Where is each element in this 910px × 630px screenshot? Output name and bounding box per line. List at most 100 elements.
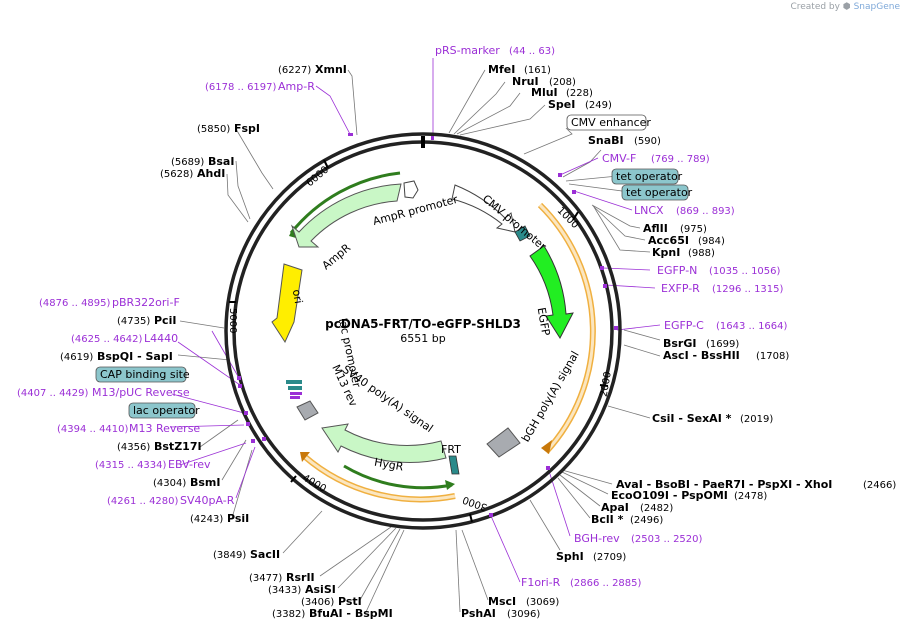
orf-arrow-hygr-green [445,480,455,490]
credit-prefix: Created by [790,2,840,12]
enzyme-bfuai-bspmi-pos: (3382) [272,609,305,620]
enzyme-psii: PsiI [227,512,249,525]
enzyme-spei-pos: (249) [585,100,612,111]
enzyme-mlui: MluI [531,86,558,99]
feature-bgh-polya-shape [486,427,521,458]
primer-marks [237,133,618,517]
feature-cmv-promoter-shape [451,184,516,233]
tick-4000: 4000 [300,473,328,495]
enzyme-bsai: BsaI [208,155,234,168]
enzyme-kpni: KpnI [652,246,680,259]
feature-label-frt: FRT [441,443,461,456]
primer-sv40pa-r-range: (4261 .. 4280) [107,496,179,507]
primer-l4440-range: (4625 .. 4642) [71,334,143,345]
enzyme-ahdi-pos: (5628) [160,169,193,180]
feature-label-bgh-polya: bGH poly(A) signal [519,349,582,444]
enzyme-pcii-pos: (4735) [117,316,150,327]
enzyme-kpni-pos: (988) [688,248,715,259]
feature-lac-operator-shape [286,380,302,384]
box-label-cmv-enhancer: CMV enhancer [571,116,651,129]
primer-m13-puc-reverse-range: (4407 .. 4429) [17,388,89,399]
snapgene-credit: Created by ⬢ SnapGene [790,2,900,12]
snapgene-logo-icon: ⬢ [842,2,851,12]
enzyme-fspi: FspI [234,122,260,135]
feature-label-ampr: AmpR [320,241,354,272]
feature-m13-rev-shape [290,392,302,395]
enzyme-mfei-pos: (161) [524,65,551,76]
feature-shapes [271,180,574,475]
feature-sv40-polya-shape [296,400,319,421]
enzyme-bcli: BclI * [591,513,624,526]
plasmid-size: 6551 bp [400,332,445,345]
enzyme-pcii: PciI [154,314,176,327]
primer-ebv-rev-range: (4315 .. 4334) [95,460,167,471]
primer-f1ori-r-range: (2866 .. 2885) [570,578,642,589]
feature-label-ori: ori [290,288,305,304]
enzyme-bsmi-pos: (4304) [153,478,186,489]
feature-frt-shape [448,455,460,475]
primer-l4440: L4440 [144,332,178,345]
enzyme-bfuai-bspmi: BfuAI - BspMI [309,607,393,620]
primer-f1ori-r: F1ori-R [521,576,561,589]
tick-5000: 5000 [227,308,238,333]
box-cmv-enhancer [566,114,647,131]
enzyme-acc65i: Acc65I [648,234,689,247]
enzyme-sphi: SphI [556,550,584,563]
enzyme-xmni: XmnI [315,63,347,76]
box-tet-operator-1 [611,168,679,185]
primer-cmv-f: CMV-F [602,152,636,165]
primer-m13-reverse-range: (4394 .. 4410) [57,424,129,435]
orf-arrow-egfp-shld3 [541,440,552,454]
enzyme-psti-pos: (3406) [301,597,334,608]
enzyme-ecoo109i-pspomi: EcoO109I - PspOMI [611,489,728,502]
enzyme-sacii-pos: (3849) [213,550,246,561]
scale-tick-marks [229,159,609,523]
enzyme-snabi: SnaBI [588,134,624,147]
primer-prs-marker-range: (44 .. 63) [509,46,555,57]
primer-egfp-n: EGFP-N [657,264,697,277]
primer-ebv-rev: EBV-rev [168,458,211,471]
enzyme-bsai-pos: (5689) [171,157,204,168]
box-cap-binding-site [95,366,187,383]
feature-label-egfp: EGFP [535,306,553,337]
enzyme-bsrgi-pos: (1699) [706,339,739,350]
primer-amp-r-range: (6178 .. 6197) [205,82,277,93]
enzyme-mfei: MfeI [488,63,515,76]
enzyme-bcli-pos: (2496) [630,515,663,526]
enzyme-avai-group-pos: (2466) [863,480,896,491]
primer-connector-lines [169,58,661,583]
enzyme-bstz17i-pos: (4356) [117,442,150,453]
enzyme-aflii: AflII [643,222,668,235]
enzyme-aflii-pos: (975) [680,224,707,235]
boxed-feature-labels: CMV enhancer tet operator tet operator C… [95,114,693,419]
enzyme-sphi-pos: (2709) [593,552,626,563]
enzyme-asisi: AsiSI [305,583,336,596]
enzyme-asci-bsshii: AscI - BssHII [663,349,740,362]
credit-brand: SnapGene [853,2,900,12]
enzyme-ahdi: AhdI [197,167,225,180]
enzyme-psti: PstI [338,595,362,608]
enzyme-avai-group: AvaI - BsoBI - PaeR7I - PspXI - XhoI [616,478,832,491]
tick-3000: 3000 [461,493,489,512]
feature-ori-shape [271,263,303,344]
feature-cap-site-shape [288,386,302,390]
enzyme-acc65i-pos: (984) [698,236,725,247]
enzyme-spei: SpeI [548,98,575,111]
enzyme-asci-bsshii-pos: (1708) [756,351,789,362]
enzyme-msci: MscI [488,595,516,608]
box-label-cap-binding-site: CAP binding site [100,368,190,381]
primer-bgh-rev-range: (2503 .. 2520) [631,534,703,545]
orf-arc-ampr [289,171,401,234]
enzyme-rsrii-pos: (3477) [249,573,282,584]
primer-egfp-c: EGFP-C [664,319,704,332]
orf-arc-hygr-inner [303,454,456,501]
tick-6000: 6000 [305,164,332,189]
box-tet-operator-2 [621,184,689,201]
feature-tet-operator-shape [514,225,531,242]
primer-lncx: LNCX [634,204,664,217]
primer-pbr322ori-f-range: (4876 .. 4895) [39,298,111,309]
enzyme-mlui-pos: (228) [566,88,593,99]
primer-lncx-range: (869 .. 893) [676,206,735,217]
primer-exfp-r: EXFP-R [661,282,700,295]
